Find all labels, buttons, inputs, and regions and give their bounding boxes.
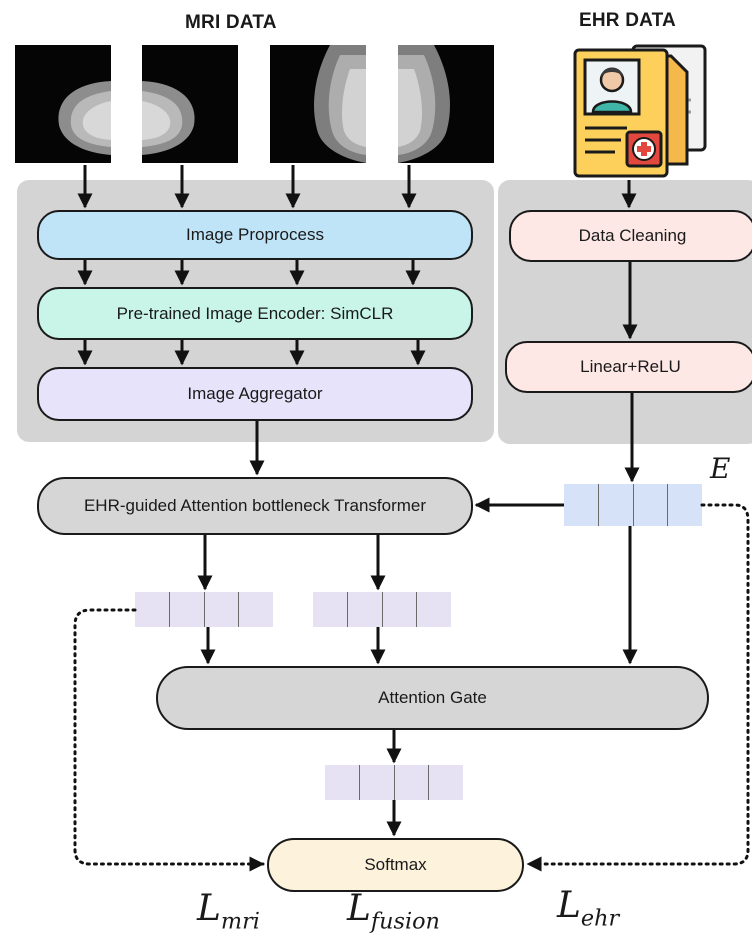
mri-data-header: MRI DATA	[185, 12, 277, 33]
patient-record-icon	[571, 40, 713, 180]
embedding-symbol-e: E	[710, 452, 731, 485]
attention-bottleneck-transformer-box: EHR-guided Attention bottleneck Transfor…	[37, 477, 473, 535]
softmax-box: Softmax	[267, 838, 524, 892]
image-encoder-box: Pre-trained Image Encoder: SimCLR	[37, 287, 473, 340]
gated-output-vector	[325, 765, 463, 800]
mammogram-view-1	[15, 45, 111, 163]
ehr-embedding-vector	[564, 484, 702, 526]
breast-scan-graphic	[398, 45, 450, 163]
fusion-token-vector	[313, 592, 451, 627]
mammogram-view-3	[270, 45, 366, 163]
mammogram-view-4	[398, 45, 494, 163]
loss-mri-label: Lmri	[197, 888, 260, 934]
mammogram-view-2	[142, 45, 238, 163]
mri-token-vector	[135, 592, 273, 627]
linear-relu-box: Linear+ReLU	[505, 341, 752, 393]
loss-ehr-label: Lehr	[557, 885, 620, 932]
image-aggregator-box: Image Aggregator	[37, 367, 473, 421]
breast-scan-graphic	[314, 45, 366, 163]
attention-gate-box: Attention Gate	[156, 666, 709, 730]
loss-fusion-label: Lfusion	[347, 888, 440, 934]
image-preprocess-box: Image Proprocess	[37, 210, 473, 260]
data-cleaning-box: Data Cleaning	[509, 210, 752, 262]
breast-scan-graphic	[142, 81, 195, 155]
ehr-data-header: EHR DATA	[579, 10, 676, 31]
breast-scan-graphic	[58, 81, 111, 155]
